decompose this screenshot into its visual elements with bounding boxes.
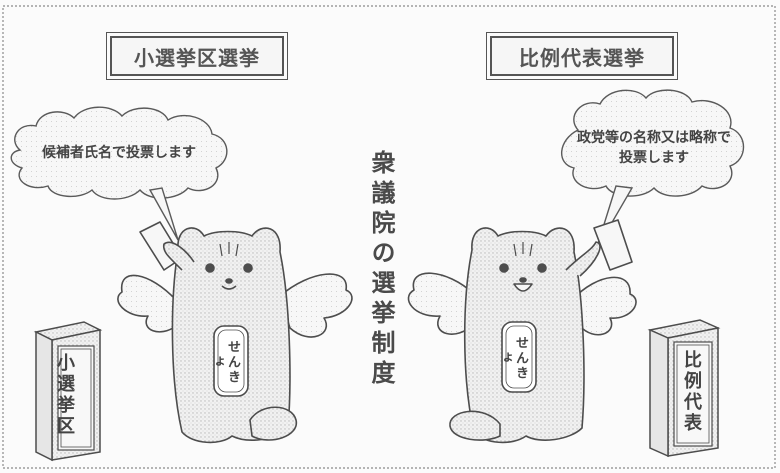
- ballot-box-right-label: 比例代表: [681, 350, 702, 434]
- speech-bubble-left-text: 候補者氏名で投票します: [42, 145, 196, 161]
- center-title: 衆議院の選挙制度: [367, 150, 395, 390]
- ballot-box-left: [33, 321, 103, 462]
- mascot-left-badge: せんきょ: [209, 339, 240, 385]
- speech-bubble-left: [10, 106, 228, 241]
- ballot-box-right: [647, 319, 721, 458]
- mascot-left: [117, 221, 353, 444]
- ballot-box-left-label: 小選挙区: [54, 353, 75, 437]
- header-single-member-district: 小選挙区選挙: [106, 32, 288, 80]
- mascot-right-badge: せんきょ: [497, 335, 528, 381]
- outer-frame: [2, 5, 776, 469]
- speech-bubble-right: [560, 89, 745, 251]
- mascot-right: [407, 219, 637, 444]
- header-proportional-representation: 比例代表選挙: [486, 32, 678, 80]
- speech-bubble-right-text: 政党等の名称又は略称で投票します: [577, 130, 731, 166]
